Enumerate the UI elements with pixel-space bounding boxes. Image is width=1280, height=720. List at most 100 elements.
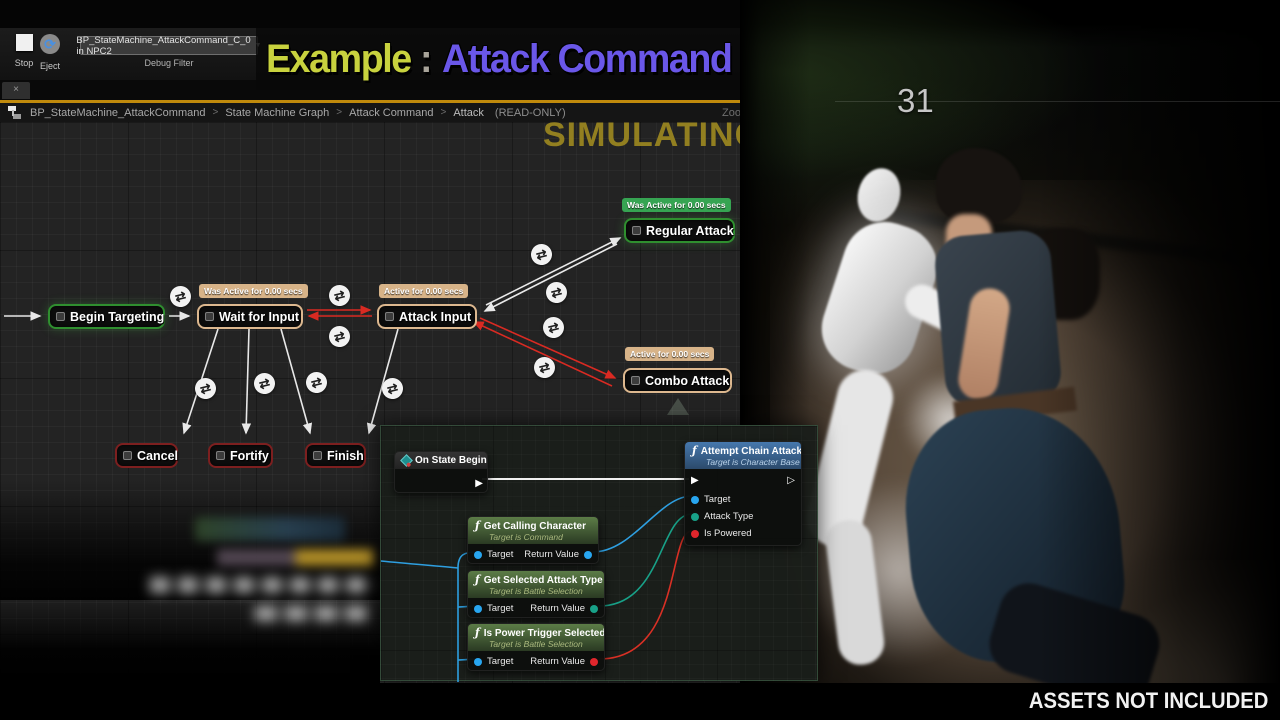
- exec-in-pin[interactable]: ▶: [691, 474, 699, 486]
- breadcrumb-root[interactable]: BP_StateMachine_AttackCommand: [30, 106, 206, 119]
- video-title-banner: Example : Attack Command: [256, 28, 758, 90]
- state-label: Begin Targeting: [70, 309, 165, 324]
- state-label: Cancel: [137, 448, 178, 463]
- function-icon: ƒ: [475, 519, 480, 532]
- pin-return-value[interactable]: [584, 550, 592, 559]
- exec-out-pin[interactable]: ▷: [787, 474, 795, 486]
- assets-note: ASSETS NOT INCLUDED: [1028, 688, 1268, 713]
- debug-filter-dropdown[interactable]: BP_StateMachine_AttackCommand_C_0 in NPC…: [76, 35, 261, 57]
- function-icon: ƒ: [475, 626, 480, 639]
- state-label: Combo Attack: [645, 373, 730, 388]
- bp-node-subtitle: Target is Character Base: [706, 456, 800, 467]
- pin-attack-type[interactable]: [691, 512, 699, 521]
- state-node-attack-input[interactable]: Attack Input: [377, 304, 477, 329]
- pin-label: Target: [487, 656, 514, 668]
- pin-return-value[interactable]: [590, 604, 598, 613]
- left-soft-edge: [740, 0, 1280, 720]
- title-colon: :: [420, 36, 433, 81]
- debug-badge: Was Active for 0.00 secs: [622, 198, 731, 212]
- bp-node-get-selected-attack-type[interactable]: ƒ Get Selected Attack Type Target is Bat…: [467, 570, 605, 618]
- state-label: Attack Input: [399, 309, 472, 324]
- state-checkbox-icon: [313, 451, 322, 460]
- blueprint-detail-panel: On State Begin ▶ ƒ Attempt Chain Attack …: [380, 425, 818, 682]
- state-node-begin-targeting[interactable]: Begin Targeting: [48, 304, 165, 329]
- breadcrumb-command[interactable]: Attack Command: [349, 106, 434, 119]
- debug-badge: Active for 0.00 secs: [625, 347, 715, 361]
- bp-node-is-power-trigger-selected[interactable]: ƒ Is Power Trigger Selected Target is Ba…: [467, 623, 605, 671]
- state-checkbox-icon: [216, 451, 225, 460]
- debug-badge: Active for 0.00 secs: [379, 284, 469, 298]
- bp-node-subtitle: Target is Battle Selection: [489, 638, 583, 649]
- state-label: Regular Attack: [646, 223, 734, 238]
- pin-target[interactable]: [474, 604, 482, 613]
- state-machine-icon: [8, 106, 23, 119]
- bp-node-on-state-begin[interactable]: On State Begin ▶: [394, 451, 488, 493]
- debug-badge: Was Active for 0.00 secs: [199, 284, 308, 298]
- pin-is-powered[interactable]: [691, 529, 699, 538]
- state-node-finish[interactable]: Finish: [305, 443, 366, 468]
- bp-node-attempt-chain-attack[interactable]: ƒ Attempt Chain Attack Target is Charact…: [684, 441, 802, 546]
- pin-label: Attack Type: [704, 511, 754, 523]
- top-black-bar: [0, 0, 758, 30]
- eject-icon: ⟳: [40, 34, 60, 54]
- bp-node-title: Get Selected Attack Type: [483, 574, 603, 586]
- eject-button[interactable]: ⟳ Eject: [28, 32, 72, 78]
- breadcrumb-graph[interactable]: State Machine Graph: [225, 106, 330, 119]
- state-label: Finish: [327, 448, 364, 463]
- state-checkbox-icon: [385, 312, 394, 321]
- stop-label: Stop: [14, 58, 34, 68]
- state-node-cancel[interactable]: Cancel: [115, 443, 178, 468]
- stop-button[interactable]: Stop: [2, 32, 46, 78]
- pin-return-value[interactable]: [590, 657, 598, 666]
- breadcrumb-state[interactable]: Attack: [453, 106, 484, 119]
- exec-out-pin[interactable]: ▶: [475, 478, 483, 489]
- breadcrumb-separator-icon: >: [440, 107, 447, 118]
- bp-node-get-calling-character[interactable]: ƒ Get Calling Character Target is Comman…: [467, 516, 599, 564]
- event-icon: [400, 454, 413, 468]
- state-label: Wait for Input: [219, 309, 300, 324]
- title-main: Attack Command: [441, 36, 733, 81]
- state-node-fortify[interactable]: Fortify: [208, 443, 273, 468]
- title-prefix: Example: [266, 36, 412, 81]
- pin-target[interactable]: [474, 550, 482, 559]
- bottom-bar: ASSETS NOT INCLUDED: [0, 683, 1280, 720]
- bp-node-title: Is Power Trigger Selected: [483, 627, 605, 639]
- breadcrumb-separator-icon: >: [336, 107, 343, 118]
- game-viewport-photo: 31: [740, 0, 1280, 720]
- blurred-text-line: [150, 577, 375, 593]
- frame-counter: 31: [897, 82, 934, 119]
- tab-close-icon[interactable]: ×: [2, 82, 30, 99]
- pin-label: Target: [487, 549, 514, 561]
- state-checkbox-icon: [205, 312, 214, 321]
- debug-filter-label: Debug Filter: [144, 58, 194, 68]
- pin-label: Return Value: [530, 656, 585, 668]
- blurred-text-line: [255, 606, 373, 621]
- blurred-bar-shape: [217, 549, 374, 566]
- pin-target[interactable]: [691, 495, 699, 504]
- function-icon: ƒ: [475, 573, 480, 586]
- state-label: Fortify: [230, 448, 269, 463]
- blurred-node-shape: [195, 517, 345, 541]
- pin-label: Return Value: [524, 549, 579, 561]
- eject-label: Eject: [39, 61, 60, 71]
- bp-node-title: Attempt Chain Attack: [700, 445, 802, 457]
- bp-node-title: Get Calling Character: [483, 520, 586, 532]
- state-checkbox-icon: [56, 312, 65, 321]
- state-node-combo-attack[interactable]: Combo Attack: [623, 368, 732, 393]
- state-node-wait-for-input[interactable]: Wait for Input: [197, 304, 303, 329]
- simulating-watermark: SIMULATING: [543, 116, 763, 154]
- state-checkbox-icon: [123, 451, 132, 460]
- state-node-regular-attack[interactable]: Regular Attack: [624, 218, 735, 243]
- pin-target[interactable]: [474, 657, 482, 666]
- state-checkbox-icon: [631, 376, 640, 385]
- breadcrumb-separator-icon: >: [212, 107, 219, 118]
- bp-node-subtitle: Target is Battle Selection: [489, 585, 583, 596]
- breadcrumb: BP_StateMachine_AttackCommand > State Ma…: [0, 100, 758, 122]
- bp-node-title: On State Begin: [415, 455, 487, 466]
- function-icon: ƒ: [692, 444, 697, 457]
- pin-label: Target: [487, 603, 514, 615]
- stop-icon: [15, 34, 33, 51]
- readonly-tag: (READ-ONLY): [494, 106, 566, 119]
- frame-line: [835, 101, 1280, 102]
